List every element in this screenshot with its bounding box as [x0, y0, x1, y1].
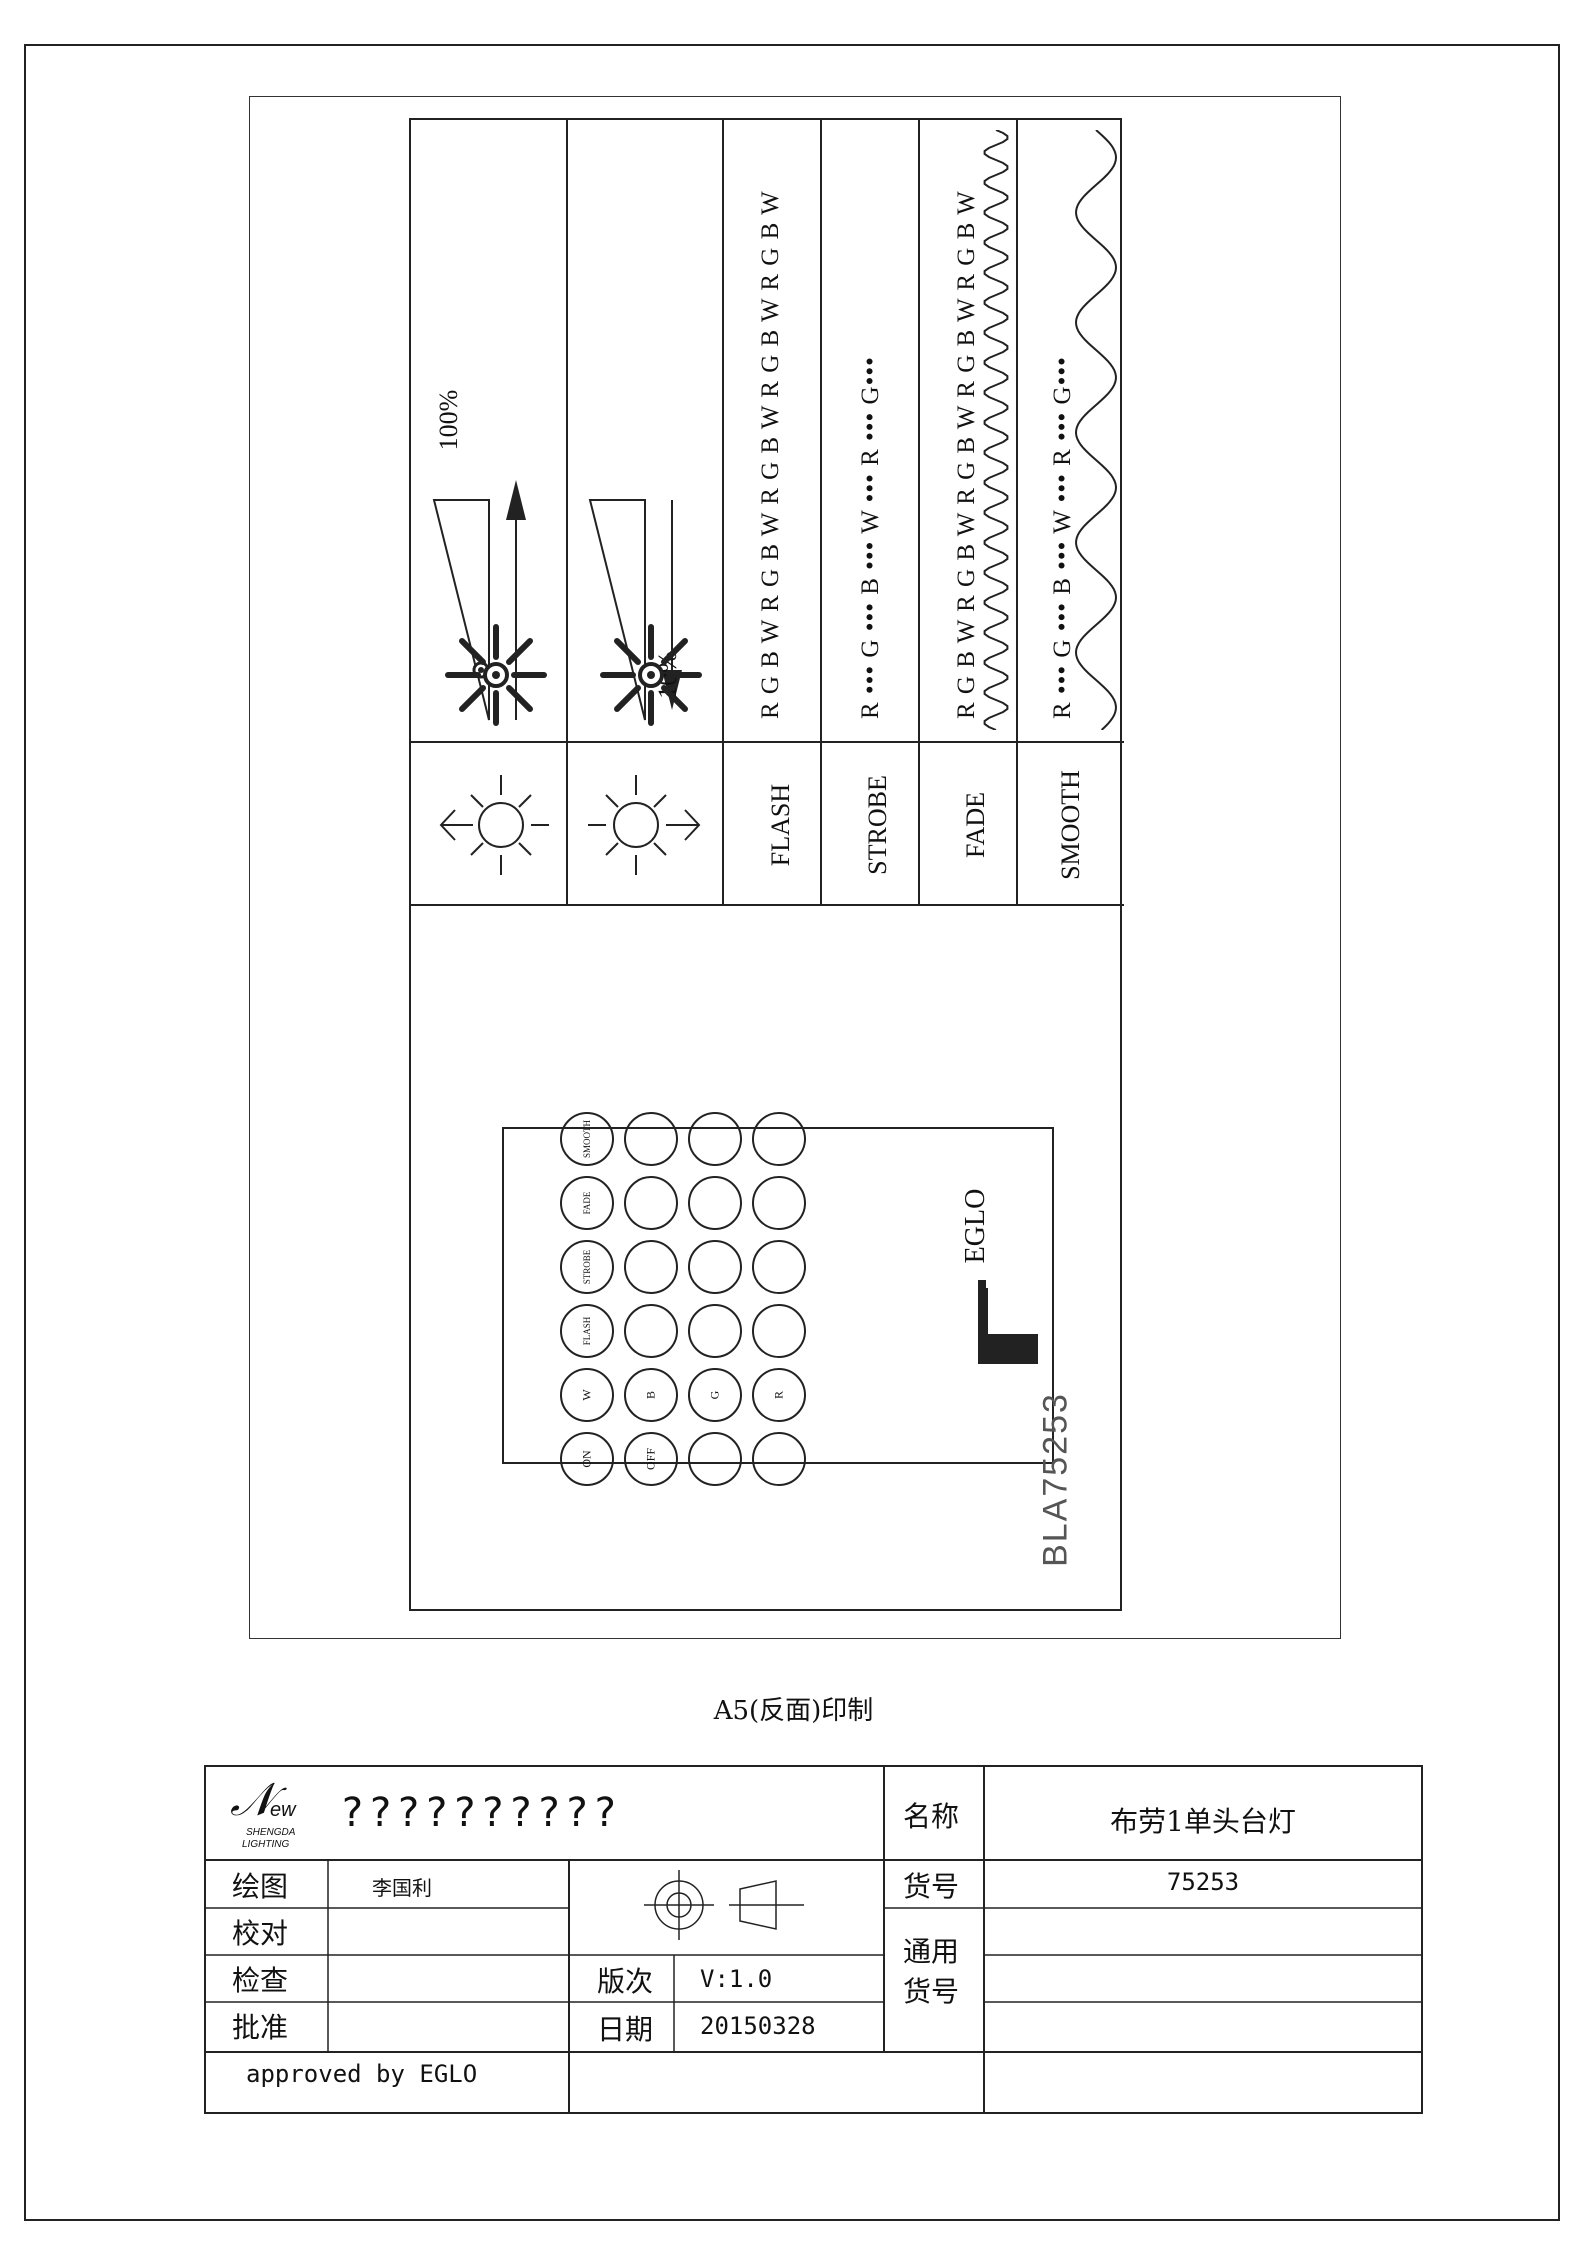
remote-button-label: FADE [582, 1191, 592, 1215]
checked-label: 校对 [232, 1917, 289, 1950]
item-no-label: 货号 [903, 1870, 960, 1903]
remote-button-label: SMOOTH [582, 1119, 592, 1159]
company-logo: 𝒩 ew SHENGDA LIGHTING [230, 1774, 296, 1850]
remote-button[interactable] [624, 1112, 678, 1166]
mode-label-fade: FADE [961, 792, 990, 858]
remote-button-w[interactable]: W [560, 1368, 614, 1422]
remote-button[interactable] [688, 1112, 742, 1166]
smooth-wave-line [1074, 130, 1118, 730]
approved-by-label: approved by EGLO [246, 2060, 478, 2088]
brightness-star-icon [445, 624, 547, 726]
remote-button-flash[interactable]: FLASH [560, 1304, 614, 1358]
mode-label-smooth: SMOOTH [1056, 770, 1085, 880]
drawing-frame [24, 44, 1560, 2221]
remote-button[interactable] [624, 1304, 678, 1358]
approved-label: 批准 [232, 2011, 289, 2044]
instruction-card: 100% 10% [409, 118, 1124, 1611]
name-value: 布劳1单头台灯 [1110, 1805, 1296, 1838]
inspected-label: 检查 [232, 1964, 289, 1997]
remote-button-label: G [707, 1390, 722, 1400]
drawn-label: 绘图 [232, 1870, 289, 1903]
remote-button[interactable] [752, 1112, 806, 1166]
remote-button-g[interactable]: G [688, 1368, 742, 1422]
common-label-1: 通用 [903, 1935, 960, 1968]
dim-up-label: 100% [434, 389, 463, 451]
remote-button-fade[interactable]: FADE [560, 1176, 614, 1230]
mode-label-strobe: STROBE [863, 775, 892, 875]
remote-button-grid: ON W FLASH STROBE FADE SMOOTH OFF B G R [502, 1112, 1054, 1486]
remote-button-smooth[interactable]: SMOOTH [560, 1112, 614, 1166]
remote-button[interactable] [752, 1240, 806, 1294]
remote-button-r[interactable]: R [752, 1368, 806, 1422]
version-value: V:1.0 [700, 1965, 773, 1993]
common-label-2: 货号 [903, 1975, 960, 2008]
remote-button-label: ON [579, 1450, 594, 1468]
remote-button[interactable] [624, 1240, 678, 1294]
brightness-up-icon [439, 775, 549, 875]
dim-down-graphic [588, 499, 682, 721]
remote-button-label: OFF [643, 1447, 658, 1471]
print-area-border [249, 96, 1341, 1639]
drawn-value: 李国利 [372, 1876, 432, 1900]
name-label: 名称 [903, 1800, 960, 1833]
brightness-star-icon [600, 624, 702, 726]
remote-button-label: W [579, 1389, 594, 1401]
eglo-logo-icon [978, 1280, 1038, 1364]
title-block-grid [204, 1765, 1423, 2114]
date-value: 20150328 [700, 2012, 816, 2040]
remote-button[interactable] [624, 1176, 678, 1230]
sequence-row-flash: R G B W R G B W R G B W R G B W R G B W [757, 190, 784, 719]
fade-wave-line [983, 130, 1009, 730]
remote-button-on[interactable]: ON [560, 1432, 614, 1486]
remote-button-b[interactable]: B [624, 1368, 678, 1422]
remote-button[interactable] [688, 1240, 742, 1294]
brightness-down-icon [588, 775, 701, 875]
remote-button[interactable] [688, 1176, 742, 1230]
company-name: ?????????? [340, 1790, 621, 1836]
print-caption: A5(反面)印制 [713, 1696, 874, 1726]
model-code: BLA75253 [1036, 1392, 1075, 1567]
card-grid-lines [411, 120, 1124, 906]
remote-button[interactable] [752, 1176, 806, 1230]
remote-button-label: STROBE [582, 1249, 592, 1285]
remote-button[interactable] [752, 1432, 806, 1486]
version-label: 版次 [597, 1965, 654, 1998]
item-no-value: 75253 [1166, 1868, 1240, 1896]
remote-button-label: FLASH [582, 1316, 592, 1346]
remote-button[interactable] [688, 1304, 742, 1358]
remote-brand-label: EGLO [960, 1188, 991, 1264]
mode-label-flash: FLASH [766, 783, 795, 867]
remote-button-off[interactable]: OFF [624, 1432, 678, 1486]
remote-button-label: B [643, 1390, 658, 1400]
remote-button[interactable] [752, 1304, 806, 1358]
remote-button[interactable] [688, 1432, 742, 1486]
sequence-row-strobe: R ••• G ••• B ••• W ••• R ••• G••• [857, 356, 884, 719]
projection-symbol-icon [644, 1870, 804, 1940]
remote-button-strobe[interactable]: STROBE [560, 1240, 614, 1294]
remote-button-label: R [771, 1390, 786, 1400]
date-label: 日期 [597, 2013, 654, 2046]
